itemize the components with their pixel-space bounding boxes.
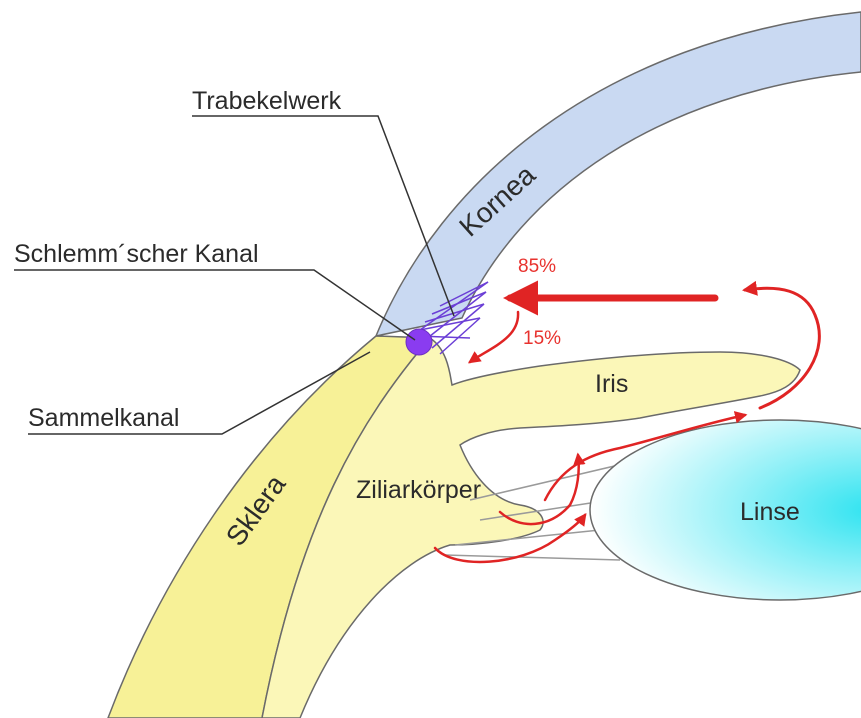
leader-schlemm xyxy=(14,270,415,340)
label-iris: Iris xyxy=(595,370,628,398)
label-ziliarkoerper: Ziliarkörper xyxy=(356,476,481,504)
label-flow-85: 85% xyxy=(518,256,556,277)
label-flow-15: 15% xyxy=(523,328,561,349)
lens-shape xyxy=(590,420,861,600)
schlemm-canal-dot xyxy=(406,329,432,355)
label-sammelkanal: Sammelkanal xyxy=(28,404,179,432)
label-linse: Linse xyxy=(740,498,800,526)
cornea-shape xyxy=(376,12,861,336)
label-schlemm: Schlemm´scher Kanal xyxy=(14,240,259,268)
label-trabekelwerk: Trabekelwerk xyxy=(192,87,342,115)
